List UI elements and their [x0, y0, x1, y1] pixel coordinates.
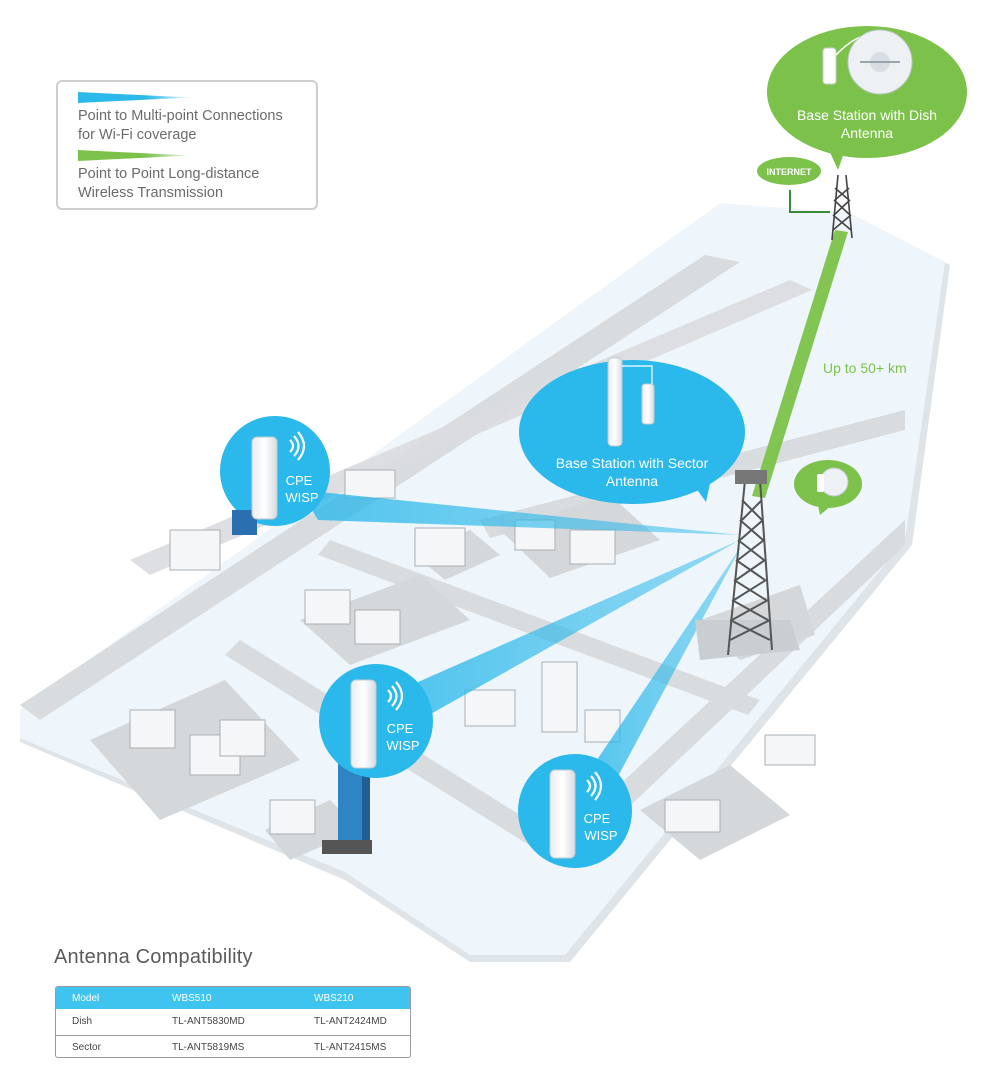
wifi-icon — [586, 771, 603, 801]
dish-base-line1: Base Station with Dish — [797, 107, 937, 123]
multipoint-beams — [300, 490, 742, 795]
legend-swatch-green — [78, 150, 190, 161]
compat-title: Antenna Compatibility — [54, 946, 253, 968]
small-dish-bubble — [794, 460, 862, 515]
internet-tag: INTERNET — [757, 157, 830, 213]
cpe-bubble-2: CPE WISP — [319, 664, 433, 778]
wifi-icon — [387, 681, 404, 711]
dish-base-line2: Antenna — [841, 125, 893, 141]
cpe-bubble-1: CPE WISP — [220, 416, 330, 535]
header-model: Model — [72, 993, 100, 1004]
sector-base-line2: Antenna — [606, 473, 658, 489]
cell-wbs510: TL-ANT5830MD — [172, 1016, 245, 1027]
cell-type: Dish — [72, 1016, 93, 1027]
cell-wbs210: TL-ANT2415MS — [314, 1042, 387, 1053]
cell-wbs210: TL-ANT2424MD — [314, 1016, 387, 1027]
table-row: Dish TL-ANT5830MD TL-ANT2424MD — [56, 1010, 410, 1032]
table-row: Sector TL-ANT5819MS TL-ANT2415MS — [56, 1035, 410, 1057]
header-wbs210: WBS210 — [314, 993, 354, 1004]
cell-type: Sector — [72, 1042, 101, 1053]
legend-item-multipoint: Point to Multi-point Connections for Wi-… — [78, 92, 314, 145]
cell-wbs510: TL-ANT5819MS — [172, 1042, 245, 1053]
compat-table: Model WBS510 WBS210 Dish TL-ANT5830MD TL… — [55, 986, 411, 1058]
dish-base-callout: Base Station with Dish Antenna — [767, 26, 967, 170]
cpe-2-line1: CPE — [387, 721, 414, 736]
header-wbs510: WBS510 — [172, 993, 212, 1004]
city-buildings — [129, 469, 816, 835]
dish-tower — [831, 174, 853, 241]
distance-label: Up to 50+ km — [823, 360, 907, 376]
sector-tower — [695, 470, 800, 660]
cpe-bubble-3: CPE WISP — [518, 754, 632, 868]
legend-multipoint-line2: for Wi-Fi coverage — [78, 127, 197, 143]
cpe-2-line2: WISP — [386, 738, 419, 753]
sector-base-callout: Base Station with Sector Antenna — [519, 357, 745, 504]
sector-base-line1: Base Station with Sector — [556, 455, 709, 471]
table-header: Model WBS510 WBS210 — [56, 987, 410, 1009]
legend: Point to Multi-point Connections for Wi-… — [56, 80, 318, 210]
cpe-3-line2: WISP — [584, 828, 617, 843]
legend-item-point-to-point: Point to Point Long-distance Wireless Tr… — [78, 150, 314, 203]
cpe-1-line2: WISP — [285, 490, 318, 505]
cpe-1-line1: CPE — [286, 473, 313, 488]
legend-multipoint-line1: Point to Multi-point Connections — [78, 108, 283, 124]
cpe-3-line1: CPE — [584, 811, 611, 826]
internet-label: INTERNET — [767, 167, 813, 177]
legend-swatch-blue — [78, 92, 190, 103]
legend-p2p-line2: Wireless Transmission — [78, 185, 224, 201]
point-to-point-beam — [752, 230, 848, 498]
wifi-icon — [289, 431, 306, 461]
legend-p2p-line1: Point to Point Long-distance — [78, 166, 260, 182]
